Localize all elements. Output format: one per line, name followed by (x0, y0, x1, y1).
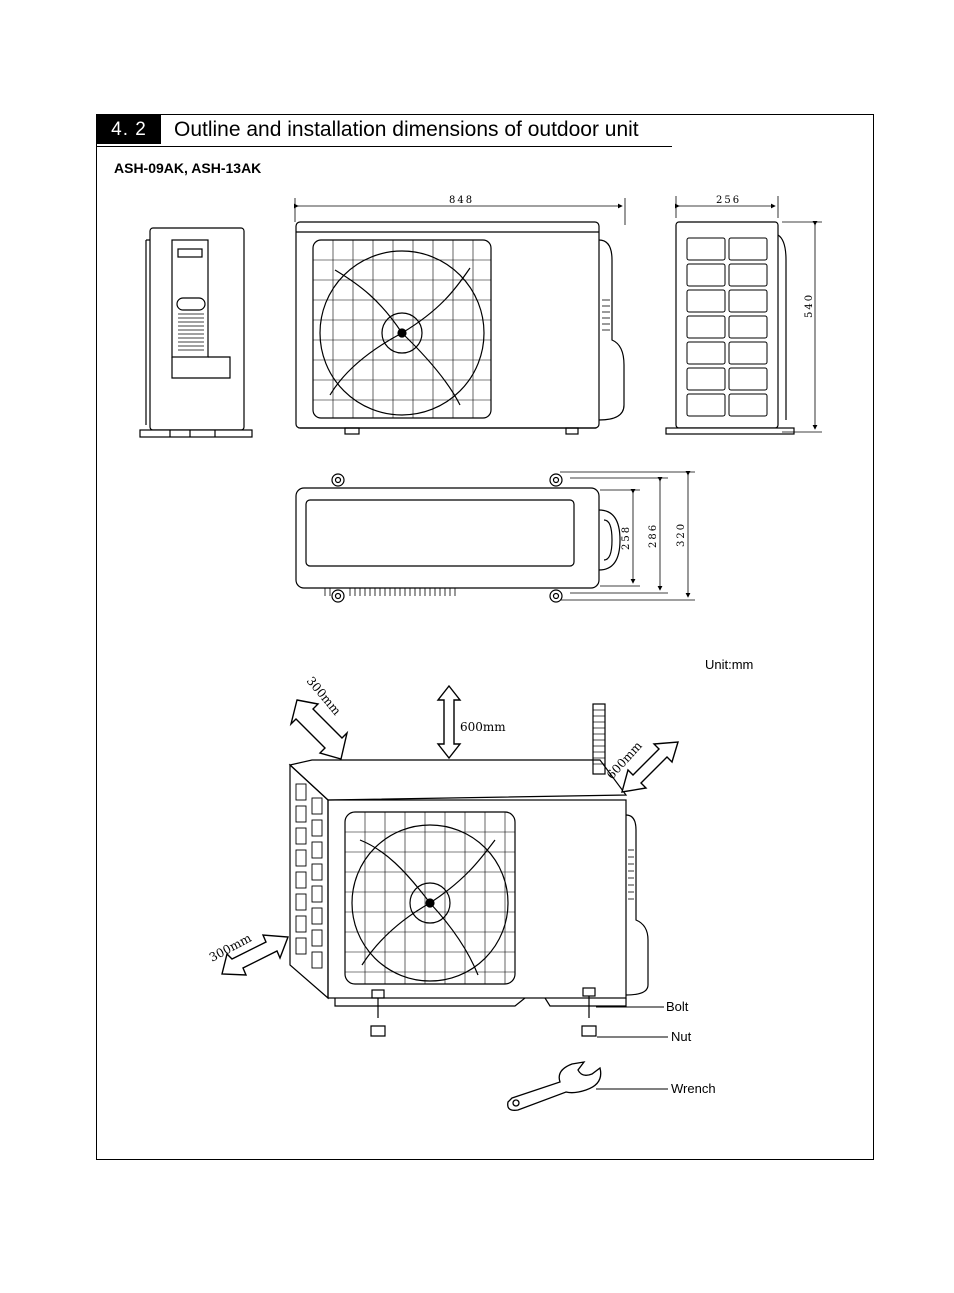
dim-label-258: 258 (621, 525, 632, 550)
dim-label-540: 540 (804, 293, 815, 318)
content-frame (96, 114, 874, 1160)
callout-bolt: Bolt (666, 999, 689, 1014)
installation-view (288, 703, 649, 1037)
wrench-icon (507, 1061, 602, 1111)
title-underline (97, 146, 672, 147)
dim-label-848: 848 (449, 195, 474, 206)
dimension-848 (294, 198, 626, 225)
clearance-top-label: 600mm (460, 720, 506, 734)
top-view (295, 473, 621, 603)
side-view (139, 227, 253, 438)
right-side-view (665, 221, 795, 435)
callout-leaders (596, 1006, 668, 1090)
model-label: ASH-09AK, ASH-13AK (114, 160, 262, 176)
dimension-258-286-320 (560, 471, 695, 601)
dimension-256-540 (675, 196, 822, 433)
callout-wrench: Wrench (671, 1081, 716, 1096)
callout-nut: Nut (671, 1029, 692, 1044)
section-title: Outline and installation dimensions of o… (174, 118, 639, 141)
dim-label-286: 286 (648, 523, 659, 548)
unit-label: Unit:mm (705, 657, 754, 672)
clearance-arrows (221, 684, 679, 976)
dim-label-256: 256 (716, 195, 741, 206)
dim-label-320: 320 (676, 522, 687, 547)
front-view (295, 221, 625, 435)
section-number: 4. 2 (97, 115, 161, 144)
